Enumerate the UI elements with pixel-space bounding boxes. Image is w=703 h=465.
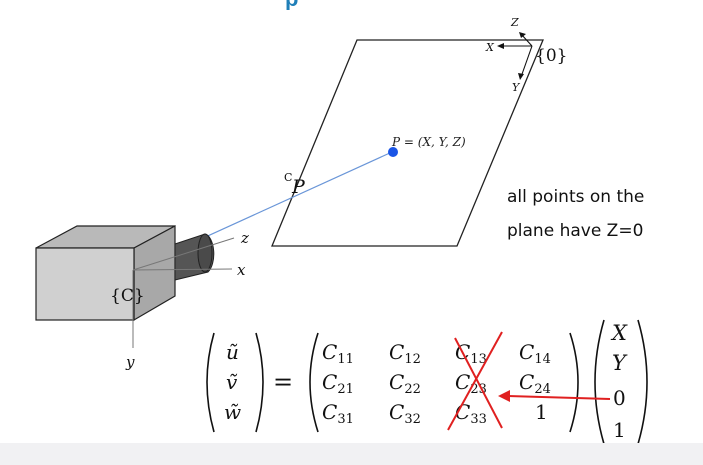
world-y-arrowhead	[518, 73, 524, 80]
camera: z x y {C}	[35, 224, 249, 371]
point-p-label: P = (X, Y, Z)	[391, 135, 466, 149]
matrix-cell: C12	[389, 340, 421, 367]
matrix-cell: C22	[389, 370, 421, 397]
world-x-label: X	[485, 41, 495, 54]
title-fragment: p	[0, 0, 703, 10]
matrix-cell: C21	[322, 370, 354, 397]
annotation-line-1: all points on the	[507, 187, 644, 207]
camera-box-front	[35, 247, 135, 321]
matrix-cell: C23	[455, 370, 487, 397]
diagram-canvas: {0} Z X Y P = (X, Y, Z) C P z x y {C} al…	[35, 16, 648, 443]
strike-arrow-line	[505, 395, 611, 400]
camera-y-label: y	[125, 353, 135, 371]
camera-z-label: z	[240, 229, 249, 247]
matrix-left-paren	[309, 332, 319, 433]
rhs-right-paren	[637, 319, 648, 443]
plane	[271, 39, 544, 247]
world-z-label: Z	[510, 16, 519, 29]
matrix-cell: C13	[455, 340, 487, 367]
lhs-left-paren	[206, 332, 215, 433]
rhs-y: Y	[612, 351, 628, 375]
lhs-v: ṽ	[226, 370, 238, 394]
title-text: p	[285, 0, 298, 10]
point-p	[388, 147, 398, 157]
matrix-cell: C31	[322, 400, 354, 427]
camera-frame-label: {C}	[110, 286, 145, 306]
strike-line-2	[447, 331, 503, 431]
world-y-axis	[520, 45, 533, 78]
camera-x-label: x	[237, 261, 246, 279]
rhs-zero: 0	[613, 386, 626, 410]
matrix-cell: C11	[322, 340, 354, 367]
bottom-strip	[0, 443, 703, 465]
vector-label-superscript: C	[284, 171, 292, 184]
matrix-cell: C24	[519, 370, 551, 397]
world-frame-label: {0}	[535, 46, 567, 66]
equals-sign: =	[273, 368, 293, 396]
world-y-label: Y	[512, 81, 521, 94]
matrix-cell: C33	[455, 400, 487, 427]
equation: ũ ṽ w̃ = C11C12C13C14C21C22C23C24C31C32C…	[206, 319, 648, 443]
camera-z-axis	[132, 237, 235, 271]
annotation-line-2: plane have Z=0	[507, 221, 643, 241]
world-z-arrowhead	[519, 32, 526, 38]
world-frame: {0} Z X Y	[485, 16, 567, 94]
vector-label: P	[291, 176, 306, 198]
lhs-w: w̃	[224, 400, 241, 424]
matrix-cell: 1	[535, 400, 548, 424]
strike-arrowhead	[498, 390, 510, 402]
matrix-cell: C14	[519, 340, 551, 367]
rhs-x: X	[610, 321, 628, 345]
camera-x-axis	[132, 268, 233, 271]
world-x-arrowhead	[497, 43, 504, 49]
matrix-right-paren	[569, 332, 579, 433]
lhs-right-paren	[255, 332, 264, 433]
rhs-left-paren	[594, 319, 605, 443]
matrix-cell: C32	[389, 400, 421, 427]
strike-line-1	[454, 337, 503, 429]
camera-lens-rim	[197, 233, 213, 273]
rhs-one: 1	[613, 418, 626, 442]
lhs-u: ũ	[226, 340, 239, 364]
